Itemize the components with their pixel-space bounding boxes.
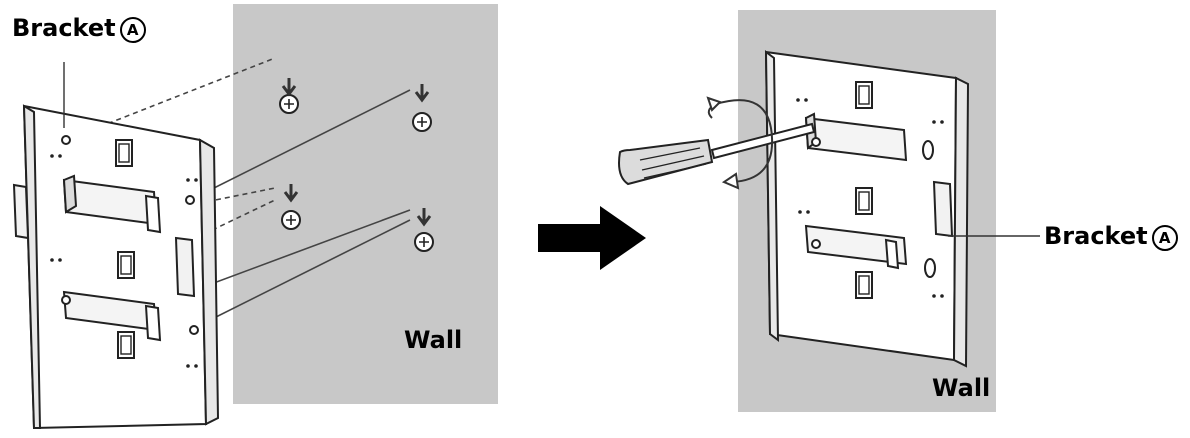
screw-icon	[281, 184, 301, 230]
label-bracket-right-text: Bracket	[1044, 222, 1148, 250]
screw-icon	[412, 84, 432, 132]
label-bracket-right-mark: A	[1151, 225, 1178, 251]
screw-icon	[414, 208, 434, 252]
bracket-right	[764, 49, 970, 368]
bracket-left	[12, 104, 220, 430]
wall-left	[233, 4, 498, 404]
label-wall-left: Wall	[404, 326, 463, 354]
right-arrow-icon	[538, 206, 646, 270]
label-bracket-left-mark: A	[119, 17, 146, 43]
left-scene	[12, 4, 498, 430]
screw-icon	[279, 78, 299, 114]
rotation-arrow-icon	[706, 96, 774, 190]
label-wall-right: Wall	[932, 374, 991, 402]
right-scene	[618, 10, 1040, 412]
screwdriver-icon	[618, 122, 816, 186]
label-bracket-left-text: Bracket	[12, 14, 116, 42]
